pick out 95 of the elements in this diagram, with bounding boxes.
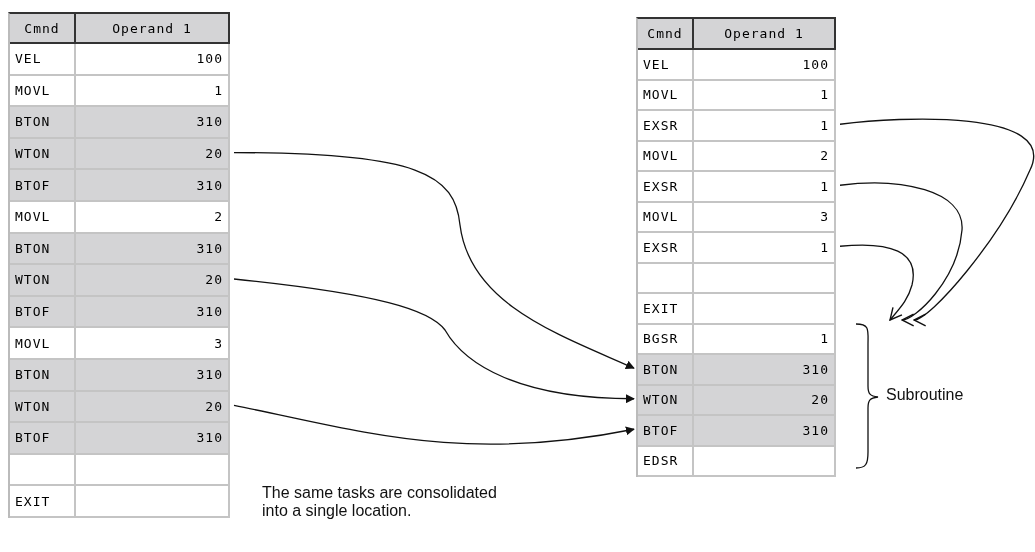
command-cell: MOVL xyxy=(638,141,694,170)
operand-cell: 310 xyxy=(76,170,230,200)
command-cell: BTOF xyxy=(10,170,76,200)
command-cell: BTON xyxy=(638,355,694,384)
command-cell: BTOF xyxy=(10,423,76,453)
table-row xyxy=(10,486,230,518)
table-row xyxy=(638,416,836,447)
column-header: Cmnd xyxy=(638,19,694,48)
operand-cell: 100 xyxy=(76,44,230,74)
table-row xyxy=(10,138,230,171)
command-cell: EXSR xyxy=(638,172,694,201)
operand-cell: 20 xyxy=(694,385,836,414)
operand-cell: 1 xyxy=(694,172,836,201)
table-row xyxy=(10,360,230,392)
column-header: Operand 1 xyxy=(694,19,836,48)
arrow xyxy=(233,278,635,404)
operand-cell: 1 xyxy=(694,324,836,353)
table-row xyxy=(10,202,230,234)
operand-cell: 2 xyxy=(76,202,230,232)
table-row xyxy=(10,170,230,202)
table-row xyxy=(638,172,836,203)
table-row xyxy=(638,446,836,477)
command-cell: MOVL xyxy=(638,80,694,109)
operand-cell: 310 xyxy=(694,355,836,384)
column-header: Cmnd xyxy=(10,14,76,42)
table-row xyxy=(638,385,836,416)
table-row xyxy=(10,296,230,329)
command-cell: WTON xyxy=(10,265,76,295)
command-cell: BTON xyxy=(10,233,76,264)
operand-cell: 1 xyxy=(694,80,836,109)
table-row xyxy=(638,141,836,172)
arrow xyxy=(233,404,635,445)
table-row xyxy=(10,44,230,76)
operand-cell: 310 xyxy=(76,296,230,327)
bracket-label: Subroutine xyxy=(886,386,964,404)
command-cell: MOVL xyxy=(638,202,694,231)
table-row xyxy=(10,233,230,266)
arrow xyxy=(233,151,635,370)
command-cell: WTON xyxy=(10,391,76,422)
command-cell: EXSR xyxy=(638,111,694,140)
operand-cell: 310 xyxy=(694,416,836,445)
operand-cell: 310 xyxy=(76,233,230,264)
operand-cell: 100 xyxy=(694,50,836,79)
operand-cell: 1 xyxy=(694,233,836,262)
operand-cell: 20 xyxy=(76,265,230,295)
note-text: The same tasks are consolidated into a single location. xyxy=(262,484,498,520)
operand-cell: 20 xyxy=(76,138,230,169)
table-row xyxy=(10,454,230,487)
operand-cell: 3 xyxy=(76,328,230,358)
command-cell: VEL xyxy=(638,50,694,79)
operand-cell: 310 xyxy=(76,360,230,390)
table-row xyxy=(10,265,230,297)
table-row xyxy=(638,202,836,233)
arrow xyxy=(839,244,914,321)
operand-cell: 310 xyxy=(76,423,230,453)
table-row xyxy=(10,423,230,455)
command-cell: BTOF xyxy=(638,416,694,445)
table-row xyxy=(10,391,230,424)
operand-cell: 1 xyxy=(76,75,230,106)
command-cell: EXIT xyxy=(10,486,76,516)
command-cell: EXIT xyxy=(638,294,694,323)
command-cell: WTON xyxy=(10,138,76,169)
command-cell: BTON xyxy=(10,107,76,137)
table-row xyxy=(638,111,836,142)
table-row xyxy=(10,328,230,360)
table-row xyxy=(638,324,836,355)
header-row xyxy=(10,14,230,44)
table-row xyxy=(638,263,836,294)
operand-cell: 310 xyxy=(76,107,230,137)
table-row xyxy=(10,107,230,139)
command-cell: VEL xyxy=(10,44,76,74)
operand-cell: 20 xyxy=(76,391,230,422)
command-cell: EDSR xyxy=(638,446,694,475)
arrow xyxy=(839,182,963,324)
operand-cell: 3 xyxy=(694,202,836,231)
table-row xyxy=(638,80,836,111)
command-cell: BTOF xyxy=(10,296,76,327)
table-row xyxy=(10,75,230,108)
command-cell: MOVL xyxy=(10,75,76,106)
command-cell: MOVL xyxy=(10,202,76,232)
table-row xyxy=(638,355,836,386)
table-row xyxy=(638,233,836,264)
command-table xyxy=(8,12,230,518)
command-cell: WTON xyxy=(638,385,694,414)
header-row xyxy=(638,19,836,50)
column-header: Operand 1 xyxy=(76,14,230,42)
command-cell: BTON xyxy=(10,360,76,390)
table-row xyxy=(638,294,836,325)
command-cell: EXSR xyxy=(638,233,694,262)
table-row xyxy=(638,50,836,81)
command-cell: MOVL xyxy=(10,328,76,358)
operand-cell: 1 xyxy=(694,111,836,140)
operand-cell: 2 xyxy=(694,141,836,170)
command-cell: BGSR xyxy=(638,324,694,353)
command-table xyxy=(636,17,836,477)
